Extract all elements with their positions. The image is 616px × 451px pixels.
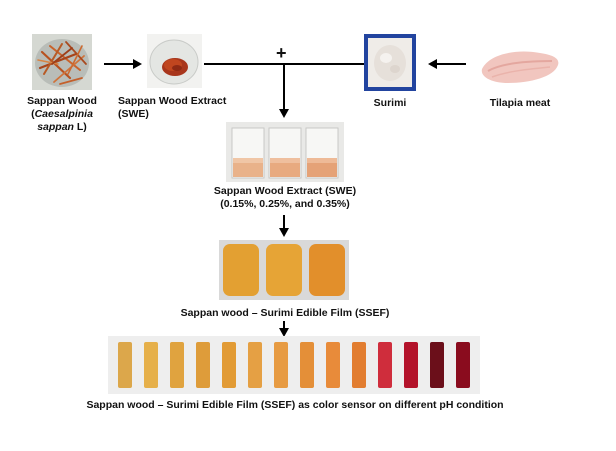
arrow-down-3-line [283,321,285,329]
sensor-strip [274,342,288,388]
sensor-strip [118,342,132,388]
surimi-label: Surimi [373,97,407,109]
sappan-wood-extract-label: Sappan Wood Extract (SWE) [118,95,227,120]
edible-film-label: Sappan wood – Surimi Edible Film (SSEF) [180,307,390,319]
sensor-strip [404,342,418,388]
arrow-tilapia-to-surimi-head [428,59,437,69]
surimi-photo [364,34,416,91]
tilapia-meat-label: Tilapia meat [489,97,551,109]
edible-film-1 [223,244,259,296]
sensor-strip [352,342,366,388]
sappan-wood-photo [32,34,92,90]
sappan-wood-extract-photo [147,34,202,88]
arrow-wood-to-extract-head [133,59,142,69]
sensor-strip [144,342,158,388]
color-sensor-label: Sappan wood – Surimi Edible Film (SSEF) … [86,399,504,411]
edible-film-2 [266,244,302,296]
edible-films-photo [219,240,349,300]
sensor-strip [326,342,340,388]
sensor-strip [222,342,236,388]
sensor-strip [300,342,314,388]
sensor-strip [196,342,210,388]
arrow-wood-to-extract-line [104,63,134,65]
arrow-down-2-head [279,228,289,237]
swe-beakers-photo [226,122,344,182]
arrow-down-1-head [279,109,289,118]
swe-concentration-label: Sappan Wood Extract (SWE) (0.15%, 0.25%,… [213,185,357,210]
arrow-down-2-line [283,215,285,229]
sensor-strip [430,342,444,388]
tilapia-meat-photo [478,45,562,89]
plus-sign: + [276,43,287,63]
arrow-tilapia-to-surimi-line [436,63,466,65]
sensor-strip [248,342,262,388]
color-sensor-strips-photo [108,336,480,394]
sensor-strip [170,342,184,388]
edible-film-3 [309,244,345,296]
sappan-wood-label: Sappan Wood (Caesalpinia sappan L) [27,95,97,133]
arrow-down-1-line [283,64,285,110]
arrow-down-3-head [279,328,289,337]
sensor-strip [378,342,392,388]
sensor-strip [456,342,470,388]
